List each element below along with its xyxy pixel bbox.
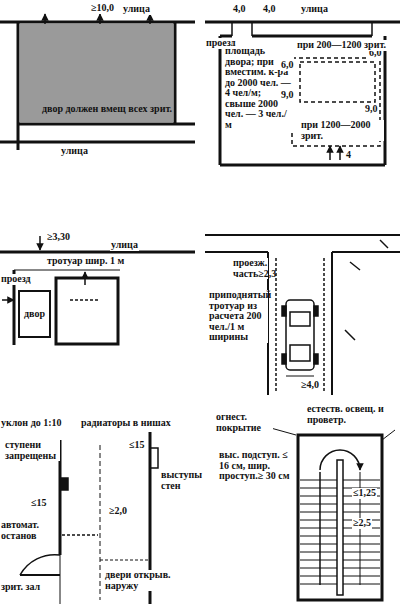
- note: тротуар шир. 1 м: [46, 256, 125, 267]
- dimension: ≤15: [128, 440, 146, 451]
- dimension: ≥2,0: [108, 506, 128, 517]
- node-text: двор должен вмещ всех зрит.: [42, 104, 173, 115]
- dimension: ≤1,25: [352, 488, 377, 499]
- note: огнест. покрытие: [215, 412, 273, 433]
- note: проезд: [0, 274, 32, 285]
- courtyard-box: двор: [18, 290, 51, 338]
- note: при 1200—2000 зрит.: [300, 120, 384, 141]
- note: двери открыв. наружу: [104, 570, 196, 591]
- courtyard-area: двор должен вмещ всех зрит.: [20, 24, 173, 122]
- dimension: 4,0: [232, 4, 247, 15]
- street-label: улица: [60, 146, 89, 157]
- dimension: ≥2,5: [352, 518, 372, 529]
- dimension: 6,0: [280, 60, 295, 71]
- dimension: ≥4,0: [300, 380, 320, 391]
- dimension: 4,0: [262, 4, 277, 15]
- dimension: 9,0: [364, 104, 379, 115]
- note: уклон до 1:10: [0, 418, 63, 429]
- dimension: ≤15: [30, 498, 48, 509]
- note: зрит. зал: [0, 582, 41, 593]
- note: проезж. часть≥2,3: [232, 258, 268, 279]
- note: автомат. останов: [0, 520, 58, 541]
- note: площадь двора; при вместим. к-ра до 2000…: [224, 46, 294, 130]
- dimension: 9,0: [280, 90, 295, 101]
- street-label: улица: [300, 4, 329, 15]
- note: естеств. освещ. и проветр.: [306, 404, 398, 425]
- dimension: ≥10,0: [90, 3, 115, 14]
- note: приподнятый тротуар из расчета 200 чел./…: [208, 290, 268, 343]
- note: радиаторы в нишах: [80, 418, 172, 429]
- street-label: улица: [122, 4, 151, 15]
- dimension: 4: [345, 150, 352, 161]
- note: выступы стен: [160, 470, 200, 491]
- note: при 200—1200 зрит.: [296, 40, 387, 51]
- note: ступени запрещены: [4, 440, 60, 461]
- street-label: улица: [110, 240, 139, 251]
- note: выс. подступ. ≤ 16 см, шир. проступ.≥ 30…: [218, 450, 296, 482]
- dimension: ≥3,30: [46, 232, 71, 243]
- node-text: двор: [24, 309, 45, 320]
